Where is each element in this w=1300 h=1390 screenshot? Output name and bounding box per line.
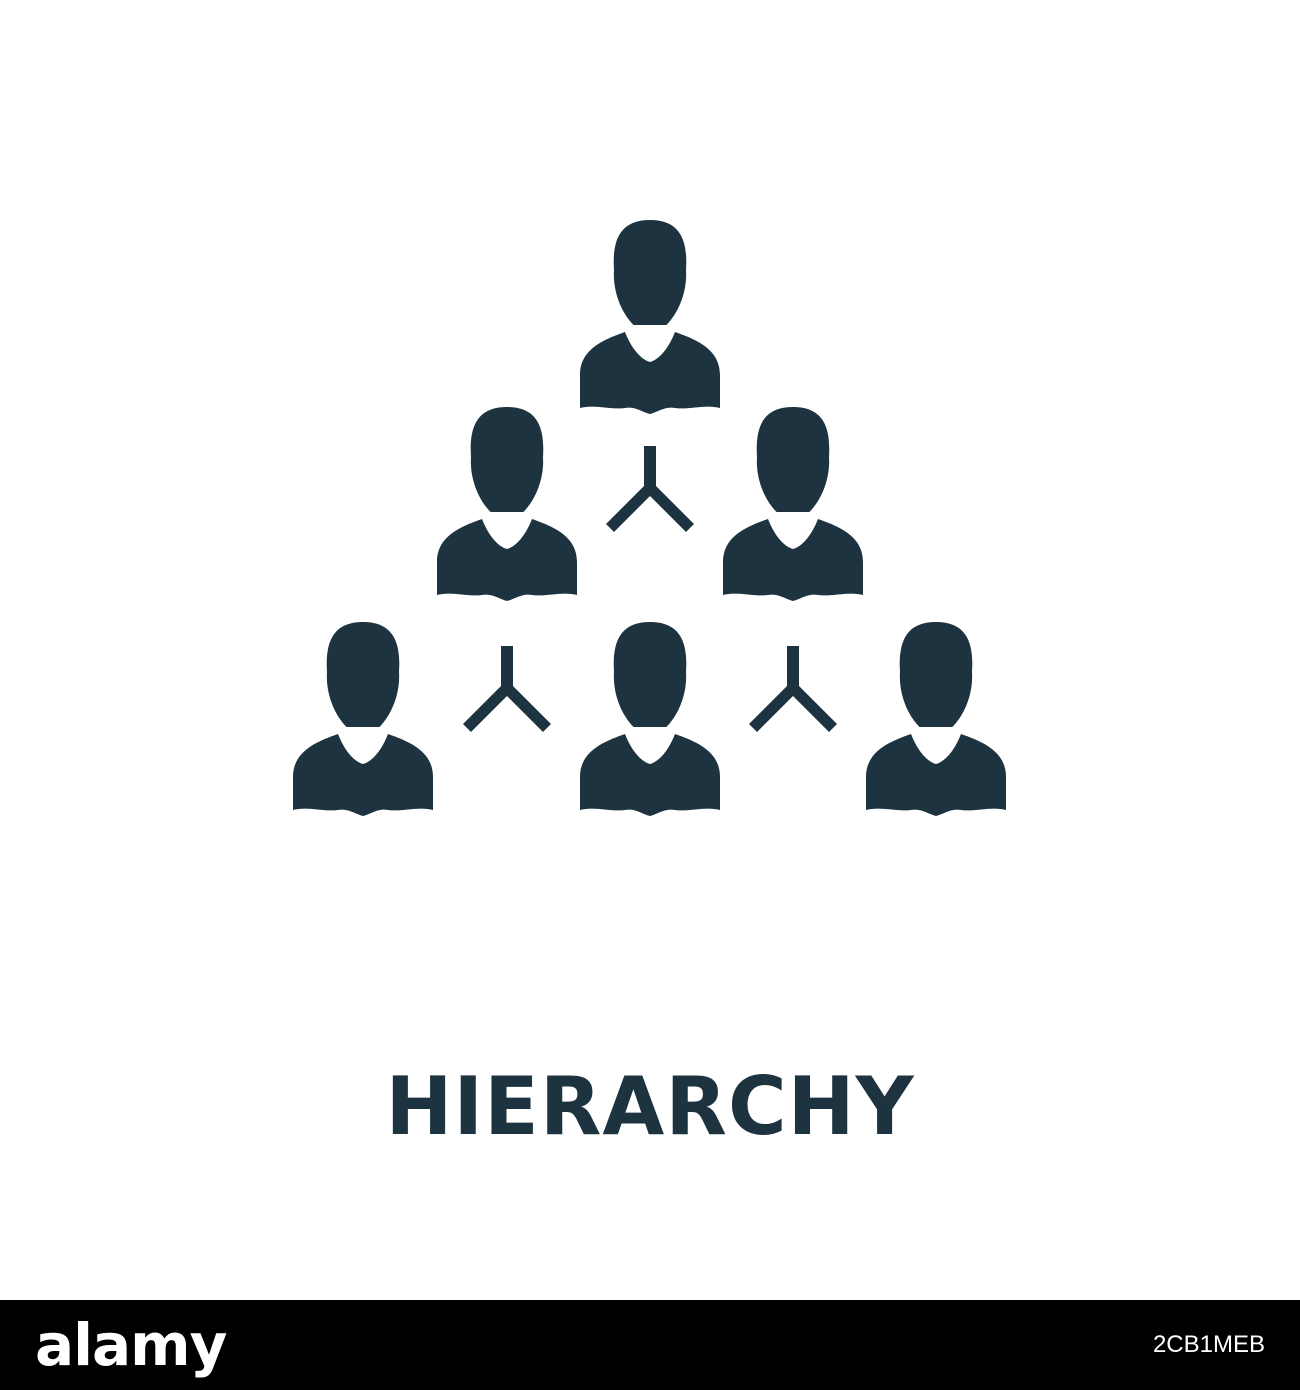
connector-bottom-right — [749, 646, 837, 732]
caption-title: HIERARCHY — [385, 1060, 915, 1153]
person-bottom-center — [580, 622, 720, 816]
person-bottom-left — [293, 622, 433, 816]
person-top — [580, 220, 720, 414]
watermark-bar: alamy 2CB1MEB — [0, 1300, 1300, 1390]
connector-bottom-left — [463, 646, 551, 732]
person-middle-right — [723, 407, 863, 601]
person-middle-left — [437, 407, 577, 601]
watermark-logo: alamy — [35, 1311, 227, 1379]
connector-top — [606, 446, 694, 532]
image-canvas: HIERARCHY — [293, 220, 1006, 1153]
watermark-image-id: 2CB1MEB — [1152, 1331, 1265, 1358]
person-bottom-right — [866, 622, 1006, 816]
